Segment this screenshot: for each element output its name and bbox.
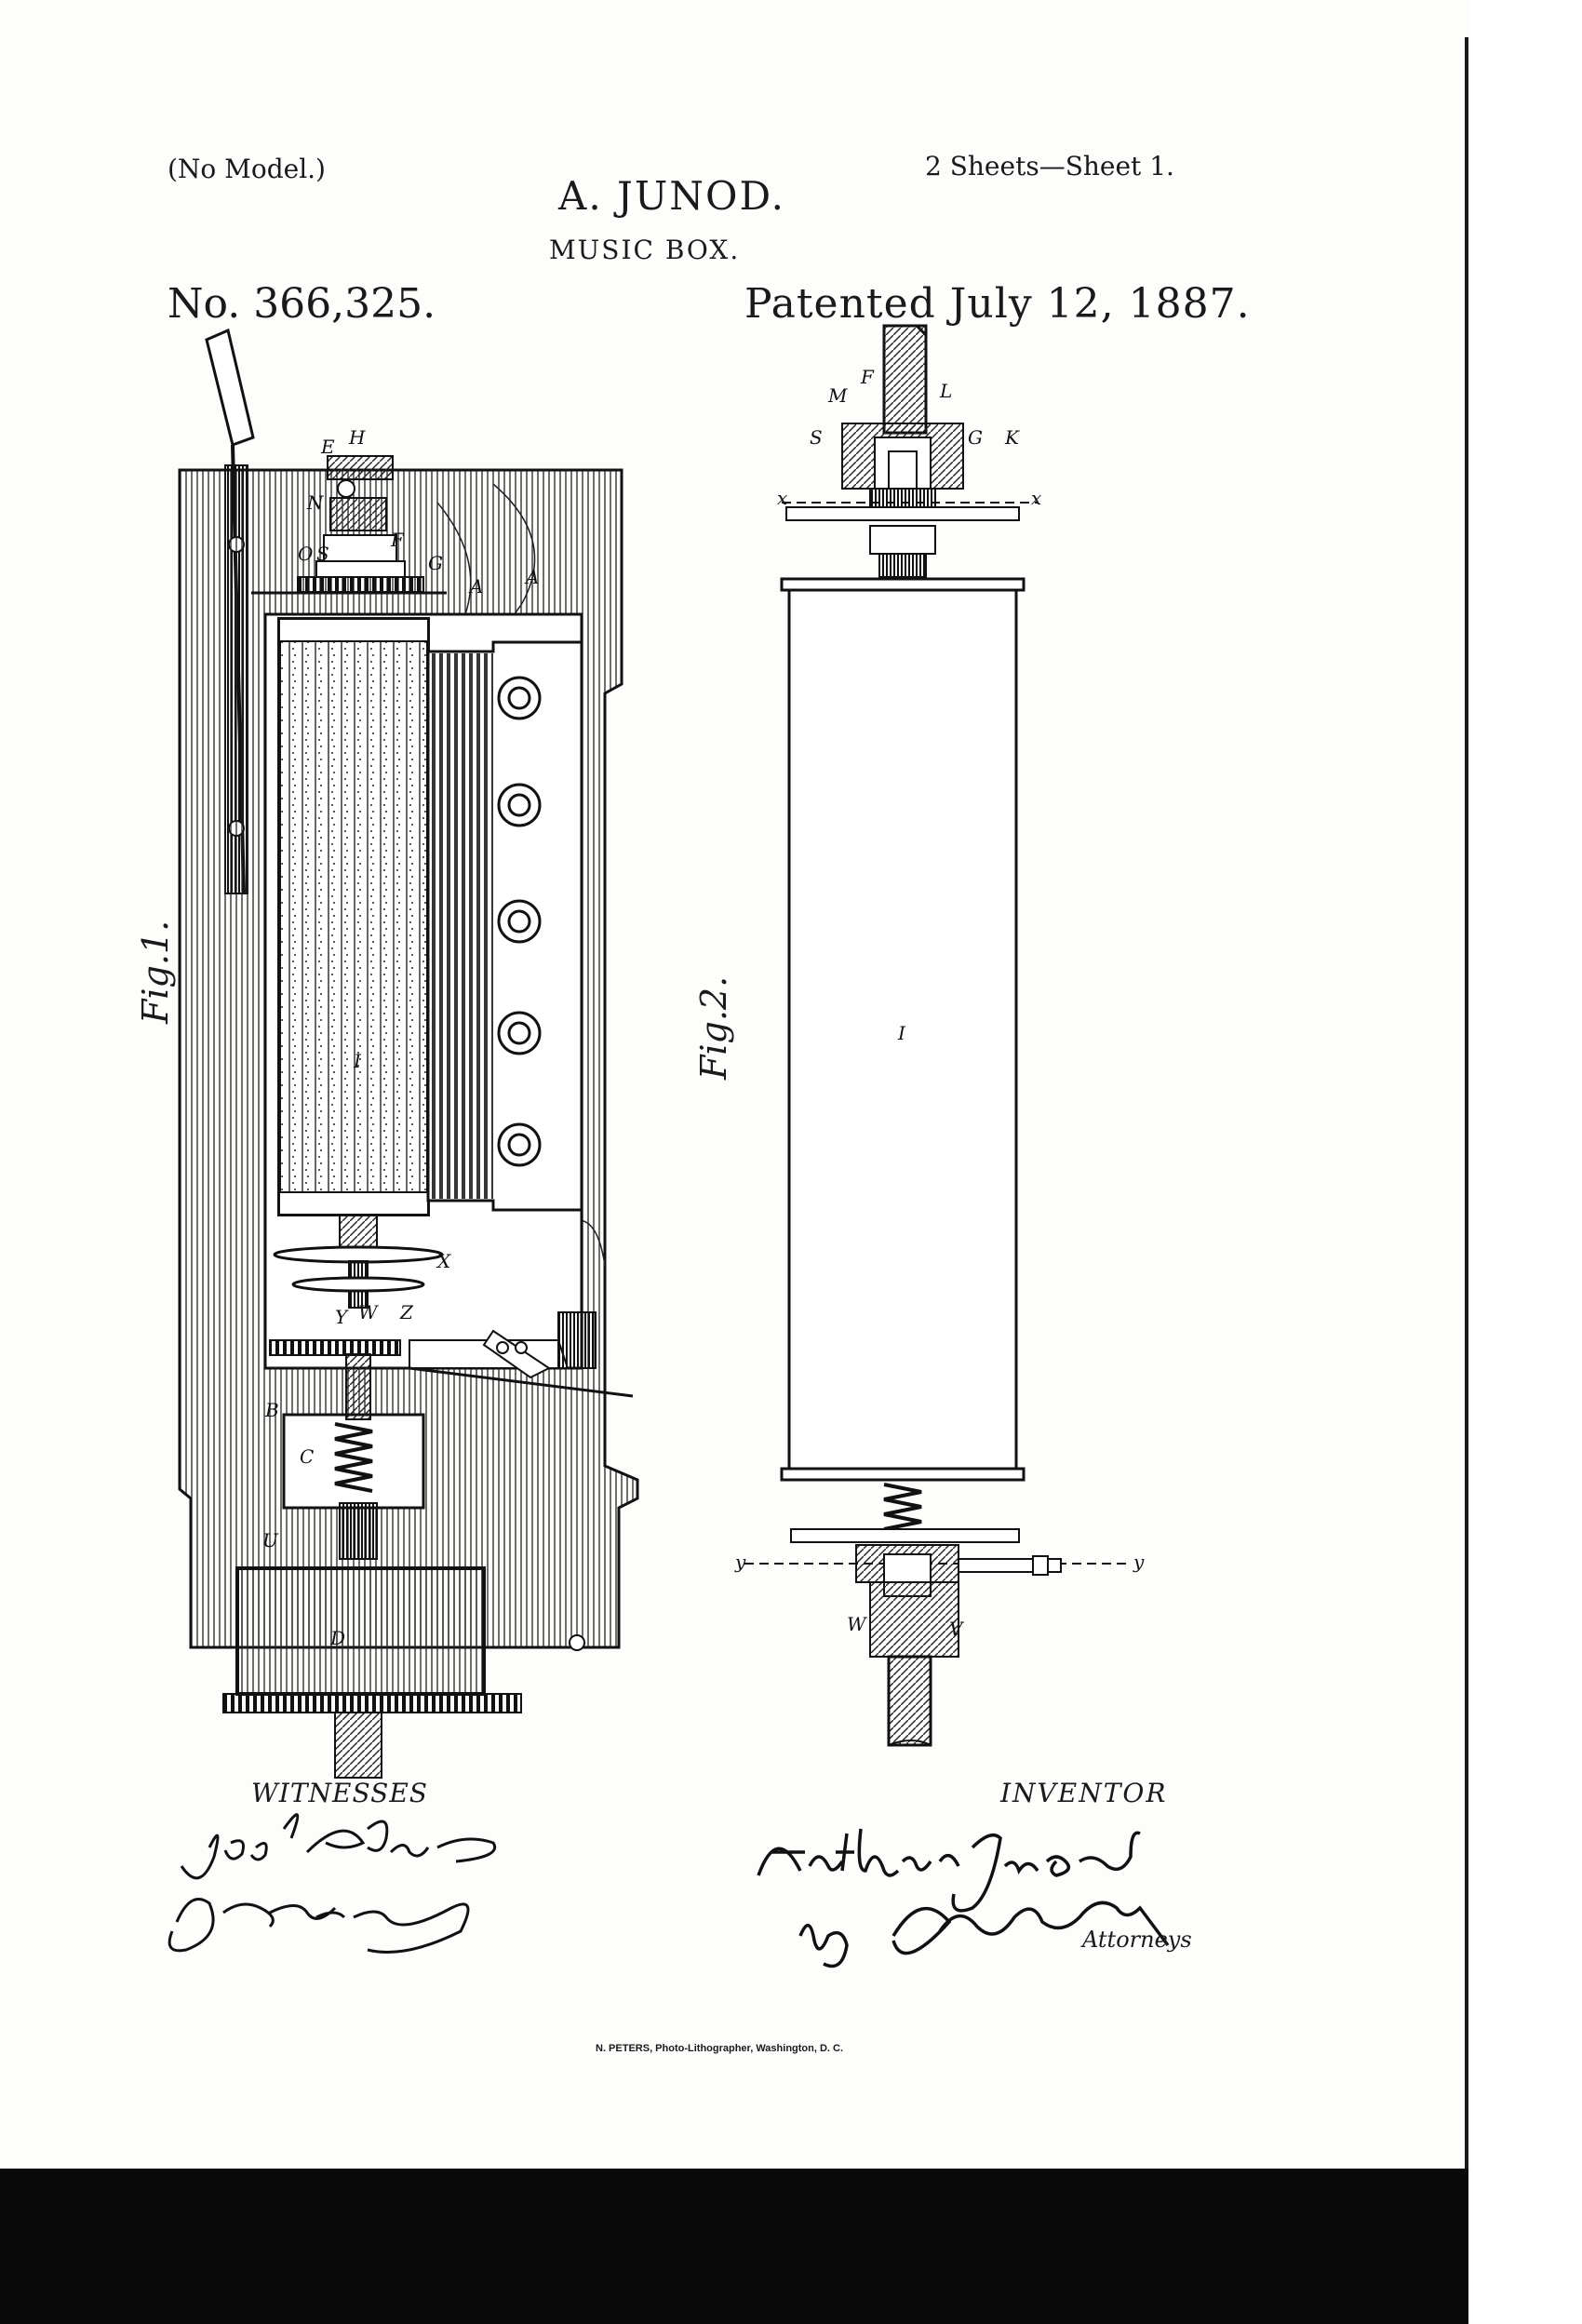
invention-title: MUSIC BOX. [549, 235, 741, 265]
fig1-letter-d: D [330, 1627, 346, 1649]
witness-signatures [168, 1813, 497, 1954]
figure-1-drawing [178, 328, 639, 1779]
fig1-letter-h: H [349, 426, 366, 449]
fig2-letter-w: W [847, 1613, 866, 1635]
fig1-letter-b: B [265, 1399, 279, 1421]
fig1-letter-a1: A [470, 575, 484, 598]
fig1-letter-z: Z [400, 1301, 413, 1323]
fig1-letter-o: O [298, 543, 314, 565]
fig1-letter-c: C [300, 1445, 315, 1468]
fig2-letter-f: F [861, 366, 874, 388]
fig1-letter-i: I [354, 1050, 361, 1072]
fig2-letter-g: G [968, 426, 983, 449]
fig2-letter-y-right: y [1133, 1551, 1145, 1573]
sheet-count-label: 2 Sheets—Sheet 1. [925, 151, 1174, 181]
inventor-label: INVENTOR [1000, 1778, 1168, 1808]
fig1-letter-w: W [358, 1301, 378, 1323]
attorneys-label: Attorneys [1082, 1927, 1192, 1953]
comb-screws [497, 676, 542, 1167]
sheet-edge-line [1465, 37, 1468, 2196]
fig2-letter-l: L [940, 380, 953, 402]
fig2-letter-s: S [810, 426, 823, 449]
fig1-letter-a2: A [526, 566, 540, 588]
fig2-letter-v: V [949, 1618, 963, 1640]
patent-drawing [168, 324, 1170, 1968]
fig2-letter-k: K [1005, 426, 1019, 449]
fig1-letter-g: G [428, 552, 443, 574]
fig1-letter-n: N [307, 491, 324, 514]
fig1-letter-s: S [316, 543, 329, 565]
figure-2-drawing [744, 324, 1131, 1747]
fig2-letter-y-left: y [735, 1551, 746, 1573]
fig1-letter-y: Y [335, 1306, 348, 1328]
inventor-heading: A. JUNOD. [558, 173, 785, 219]
fig2-letter-m: M [828, 384, 848, 407]
scan-bottom-band [0, 2169, 1468, 2324]
fig1-letter-u: U [262, 1529, 278, 1552]
figure-letters: E H N F O S G A A I X Y W Z B C U D F L … [262, 366, 1145, 1649]
no-model-label: (No Model.) [168, 154, 326, 184]
inventor-signature [757, 1828, 1170, 1968]
fig2-letter-i: I [898, 1022, 905, 1044]
witnesses-label: WITNESSES [251, 1778, 428, 1808]
lithographer-credit: N. PETERS, Photo-Lithographer, Washingto… [596, 2043, 844, 2054]
patent-number: No. 366,325. [168, 280, 436, 328]
fig2-letter-x-left: x [777, 487, 788, 509]
fig1-letter-x: X [437, 1250, 451, 1272]
fig2-letter-x-right: x [1031, 487, 1042, 509]
fig1-letter-f: F [391, 529, 404, 551]
fig1-letter-e: E [321, 436, 335, 458]
patent-date: Patented July 12, 1887. [744, 280, 1251, 328]
page-margin [1468, 0, 1582, 2324]
